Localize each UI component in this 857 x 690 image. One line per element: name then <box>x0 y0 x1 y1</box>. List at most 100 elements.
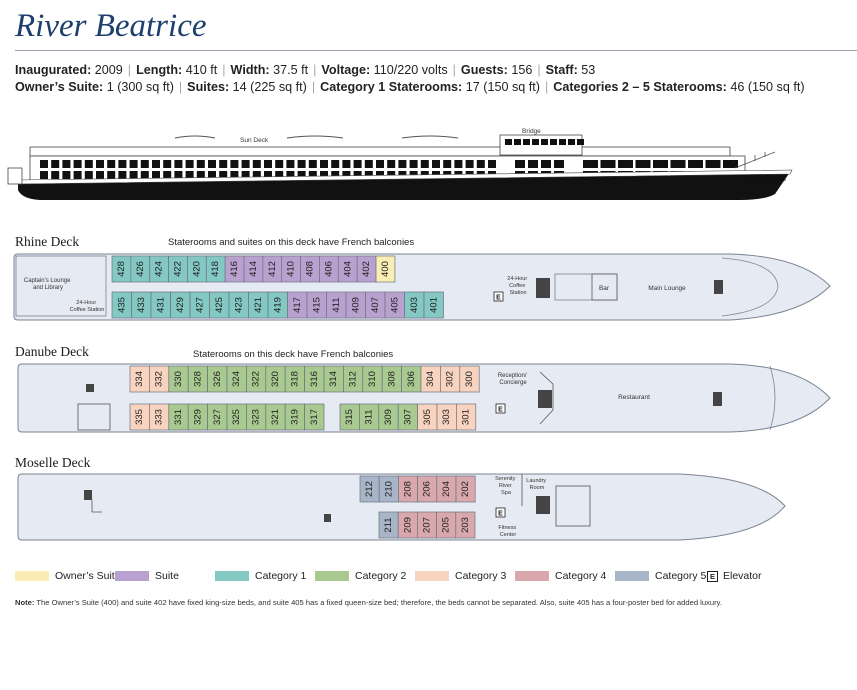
rhine-stateroom-427[interactable]: 427 <box>189 291 210 319</box>
rhine-stateroom-422[interactable]: 422 <box>168 255 188 283</box>
moselle-stateroom-212[interactable]: 212 <box>359 475 380 503</box>
rhine-stateroom-416[interactable]: 416 <box>224 255 245 283</box>
danube-stateroom-323[interactable]: 323 <box>246 403 267 431</box>
stateroom-number: 314 <box>328 371 339 387</box>
rhine-stateroom-433[interactable]: 433 <box>131 291 152 319</box>
danube-stateroom-300[interactable]: 300 <box>459 365 480 393</box>
danube-stateroom-301[interactable]: 301 <box>456 403 477 431</box>
rhine-stateroom-429[interactable]: 429 <box>170 291 191 319</box>
danube-stateroom-310[interactable]: 310 <box>362 365 383 393</box>
moselle-stateroom-208[interactable]: 208 <box>398 475 418 503</box>
rhine-stateroom-421[interactable]: 421 <box>248 291 269 319</box>
rhine-stateroom-408[interactable]: 408 <box>300 255 320 283</box>
rhine-stateroom-404[interactable]: 404 <box>337 255 358 283</box>
rhine-stateroom-418[interactable]: 418 <box>205 255 226 283</box>
rhine-stateroom-405[interactable]: 405 <box>384 291 405 319</box>
stateroom-number: 411 <box>331 297 342 312</box>
spec-separator: | <box>178 80 183 94</box>
danube-stateroom-303[interactable]: 303 <box>436 403 457 431</box>
danube-stateroom-314[interactable]: 314 <box>323 365 344 393</box>
danube-stateroom-307[interactable]: 307 <box>397 403 418 431</box>
rhine-stateroom-401[interactable]: 401 <box>423 291 444 319</box>
danube-stateroom-305[interactable]: 305 <box>417 403 438 431</box>
danube-stateroom-304[interactable]: 304 <box>420 365 441 393</box>
rhine-stateroom-423[interactable]: 423 <box>228 291 249 319</box>
rhine-stateroom-409[interactable]: 409 <box>345 291 366 319</box>
rhine-stateroom-407[interactable]: 407 <box>365 291 386 319</box>
moselle-stateroom-205[interactable]: 205 <box>436 511 457 539</box>
danube-stateroom-321[interactable]: 321 <box>265 403 286 431</box>
danube-stateroom-319[interactable]: 319 <box>284 403 305 431</box>
moselle-stateroom-202[interactable]: 202 <box>455 475 476 503</box>
danube-stateroom-324[interactable]: 324 <box>226 365 247 393</box>
danube-stateroom-332[interactable]: 332 <box>149 365 170 393</box>
moselle-stateroom-203[interactable]: 203 <box>455 511 476 539</box>
danube-stateroom-331[interactable]: 331 <box>168 403 189 431</box>
danube-stateroom-302[interactable]: 302 <box>440 365 461 393</box>
moselle-stateroom-210[interactable]: 210 <box>378 475 399 503</box>
rhine-stateroom-415[interactable]: 415 <box>306 291 327 319</box>
stateroom-box <box>456 403 477 431</box>
rhine-stateroom-412[interactable]: 412 <box>262 255 283 283</box>
rhine-stateroom-435[interactable]: 435 <box>111 291 132 319</box>
danube-stateroom-306[interactable]: 306 <box>401 365 422 393</box>
danube-stateroom-309[interactable]: 309 <box>378 403 399 431</box>
cabin-window <box>152 160 160 168</box>
rhine-stateroom-428[interactable]: 428 <box>111 255 132 283</box>
rhine-stateroom-400[interactable]: 400 <box>375 255 396 283</box>
danube-stateroom-317[interactable]: 317 <box>304 403 325 431</box>
rhine-stateroom-406[interactable]: 406 <box>319 255 339 283</box>
danube-stateroom-327[interactable]: 327 <box>207 403 228 431</box>
rhine-stateroom-403[interactable]: 403 <box>404 291 425 319</box>
danube-stateroom-329[interactable]: 329 <box>187 403 208 431</box>
moselle-stateroom-211[interactable]: 211 <box>378 511 399 539</box>
danube-stateroom-318[interactable]: 318 <box>284 365 305 393</box>
rhine-stateroom-414[interactable]: 414 <box>243 255 264 283</box>
moselle-stateroom-204[interactable]: 204 <box>436 475 457 503</box>
danube-stateroom-315[interactable]: 315 <box>339 403 360 431</box>
rhine-stateroom-402[interactable]: 402 <box>356 255 377 283</box>
rhine-stateroom-431[interactable]: 431 <box>150 291 171 319</box>
cabin-window <box>353 171 362 179</box>
danube-stateroom-312[interactable]: 312 <box>343 365 364 393</box>
coffee-station-aft-label: 24-Hour Coffee Station <box>70 300 105 313</box>
danube-stateroom-316[interactable]: 316 <box>304 365 325 393</box>
danube-stateroom-328[interactable]: 328 <box>187 365 208 393</box>
rhine-stateroom-426[interactable]: 426 <box>130 255 151 283</box>
legend-label: Category 1 <box>255 570 307 582</box>
rhine-stateroom-425[interactable]: 425 <box>209 291 230 319</box>
cabin-window <box>286 160 295 168</box>
moselle-elevator[interactable] <box>495 507 506 518</box>
stateroom-number: 402 <box>361 261 372 277</box>
moselle-stateroom-206[interactable]: 206 <box>417 475 438 503</box>
danube-stateroom-311[interactable]: 311 <box>359 403 380 431</box>
danube-stateroom-326[interactable]: 326 <box>207 365 228 393</box>
rhine-stateroom-419[interactable]: 419 <box>267 291 288 319</box>
danube-stateroom-325[interactable]: 325 <box>226 403 247 431</box>
danube-stateroom-334[interactable]: 334 <box>129 365 150 393</box>
rhine-stateroom-424[interactable]: 424 <box>149 255 169 283</box>
cabin-window <box>230 171 239 179</box>
lounge-window <box>635 160 651 168</box>
moselle-stateroom-207[interactable]: 207 <box>417 511 437 539</box>
rhine-stateroom-420[interactable]: 420 <box>187 255 207 283</box>
danube-stateroom-322[interactable]: 322 <box>246 365 267 393</box>
danube-stateroom-330[interactable]: 330 <box>168 365 189 393</box>
danube-stateroom-308[interactable]: 308 <box>381 365 402 393</box>
danube-stateroom-333[interactable]: 333 <box>149 403 170 431</box>
moselle-stateroom-209[interactable]: 209 <box>397 511 418 539</box>
rhine-stateroom-410[interactable]: 410 <box>281 255 301 283</box>
rhine-stateroom-411[interactable]: 411 <box>326 291 347 319</box>
danube-elevator[interactable] <box>495 403 506 414</box>
rhine-stateroom-417[interactable]: 417 <box>287 291 308 319</box>
legend-item-category1: Category 1 <box>215 570 306 582</box>
rhine-elevator[interactable] <box>493 291 504 302</box>
stateroom-number: 310 <box>367 371 378 387</box>
ship-profile-illustration: Sun Deck Bridge RIVER BEATRICE <box>7 128 793 200</box>
stateroom-number: 333 <box>154 409 165 425</box>
danube-stateroom-320[interactable]: 320 <box>265 365 286 393</box>
danube-elevator-symbol: E <box>498 407 503 414</box>
captains-lounge-room <box>15 255 107 317</box>
stateroom-number: 329 <box>192 409 203 425</box>
danube-stateroom-335[interactable]: 335 <box>129 403 150 431</box>
